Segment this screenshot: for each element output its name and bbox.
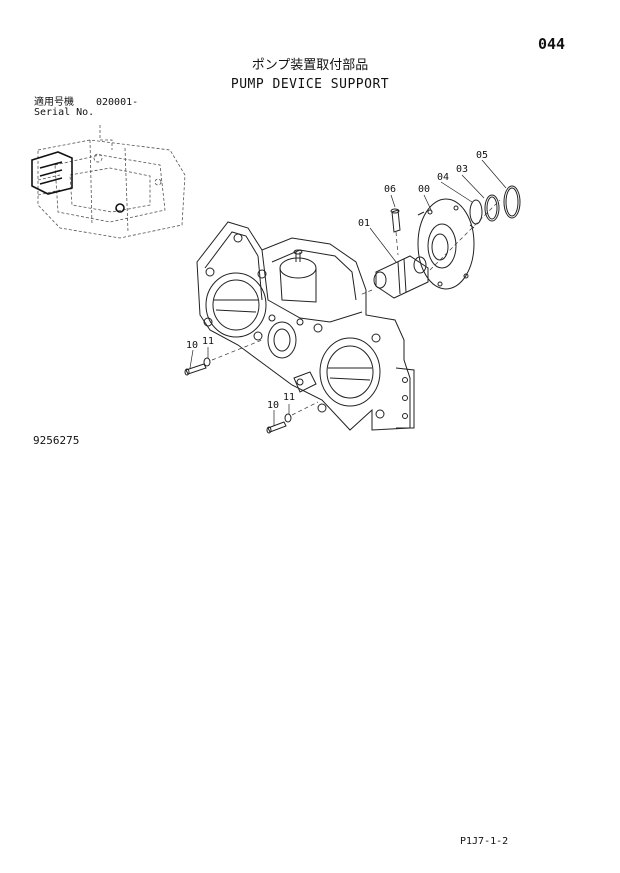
callout-01: 01 — [358, 218, 370, 229]
part-03-ring — [484, 194, 500, 222]
machine-location-highlight — [31, 151, 125, 213]
part-04-ring — [469, 199, 483, 225]
callout-05: 05 — [476, 150, 488, 161]
callout-06: 06 — [384, 184, 396, 195]
part-11-washer-lower — [284, 413, 292, 423]
assembly-lines — [211, 199, 501, 416]
right-pump-bore — [313, 323, 385, 419]
page-number: 044 — [538, 35, 566, 53]
side-flange — [395, 367, 415, 429]
title-japanese: ポンプ装置取付部品 — [251, 58, 369, 73]
callout-04: 04 — [437, 172, 449, 183]
title-english: PUMP DEVICE SUPPORT — [230, 77, 390, 92]
callout-11-upper: 11 — [202, 336, 214, 347]
callout-00: 00 — [418, 184, 430, 195]
reference-number: 9256275 — [33, 434, 80, 447]
gear-housing — [196, 221, 415, 431]
center-bore — [267, 314, 304, 359]
serial-label-english: Serial No. — [34, 107, 95, 118]
left-pump-bore — [203, 267, 267, 341]
part-11-washer-upper — [203, 357, 211, 367]
part-10-bolt-lower — [266, 421, 287, 434]
leader-lines — [189, 159, 507, 426]
part-10-bolt-upper — [184, 363, 207, 376]
machine-location-sketch — [37, 125, 186, 239]
callout-10-upper: 10 — [186, 340, 198, 351]
part-00-cover — [417, 198, 475, 290]
part-05-snap-ring — [503, 185, 521, 219]
serial-label-japanese: 適用号機 — [34, 97, 74, 108]
callout-10-lower: 10 — [267, 400, 279, 411]
callout-labels: 06 00 03 05 04 01 10 11 10 11 — [186, 150, 488, 411]
serial-value: 020001- — [96, 97, 139, 108]
top-shaft-housing — [279, 249, 317, 303]
part-01-shaft — [373, 255, 429, 299]
callout-11-lower: 11 — [283, 392, 295, 403]
callout-03: 03 — [456, 164, 468, 175]
footer-code: P1J7-1-2 — [460, 836, 509, 847]
part-06-bolt — [390, 208, 401, 233]
